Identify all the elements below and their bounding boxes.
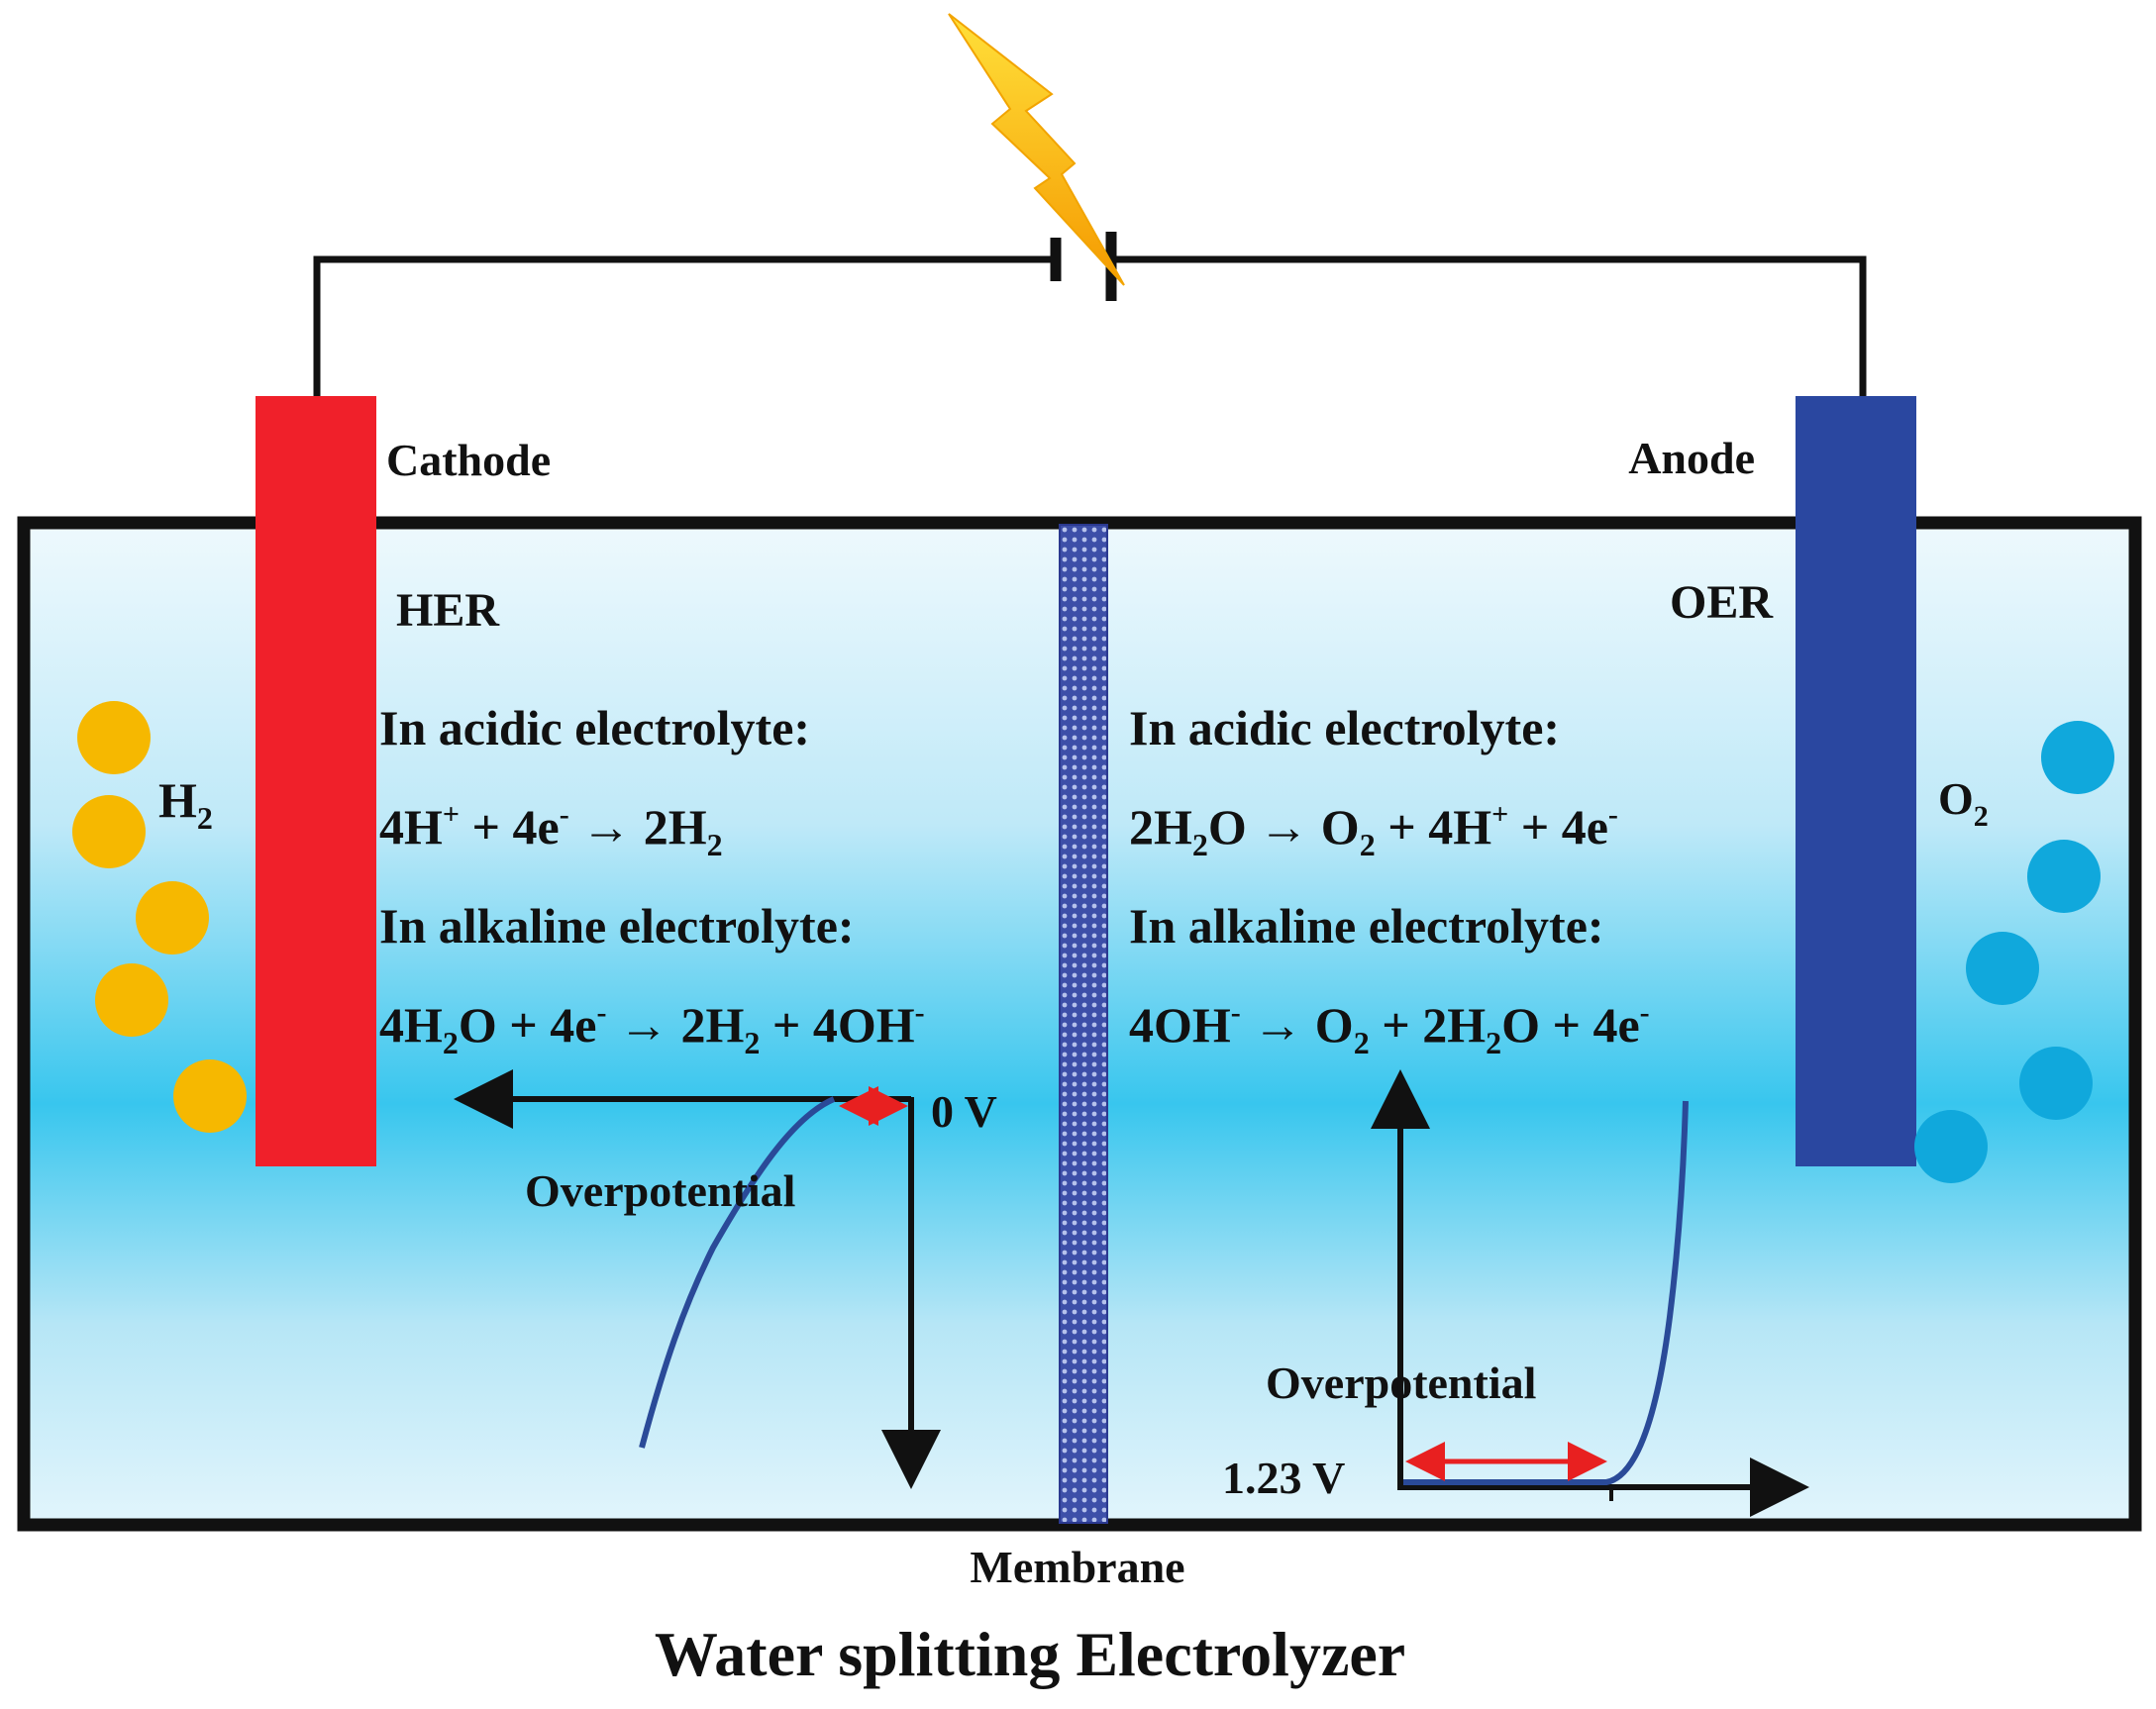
h2-gas-label: H2 xyxy=(158,772,213,836)
her-alkaline-label: In alkaline electrolyte: xyxy=(379,898,855,954)
cathode-electrode xyxy=(256,396,376,1166)
membrane-label: Membrane xyxy=(970,1542,1184,1592)
oer-overpotential-label: Overpotential xyxy=(1266,1357,1536,1408)
h2-bubble xyxy=(77,701,151,774)
h2-bubble xyxy=(136,881,209,955)
circuit-wire-left xyxy=(313,255,1052,398)
h2-bubble xyxy=(173,1059,247,1133)
cathode-label: Cathode xyxy=(386,435,551,485)
her-polarization-curve xyxy=(639,1096,836,1449)
anode-electrode xyxy=(1796,396,1916,1166)
o2-bubble xyxy=(2041,721,2114,794)
her-label: HER xyxy=(396,584,500,637)
oer-potential-label: 1.23 V xyxy=(1222,1453,1345,1503)
oer-alkaline-label: In alkaline electrolyte: xyxy=(1129,898,1604,954)
diagram-title: Water splitting Electrolyzer xyxy=(655,1619,1405,1689)
h2-bubble xyxy=(95,963,168,1037)
her-acidic-equation: 4H+ + 4e- → 2H2 xyxy=(379,798,723,862)
oer-alkaline-equation: 4OH- → O2 + 2H2O + 4e- xyxy=(1129,996,1650,1060)
membrane xyxy=(1059,524,1108,1524)
her-alkaline-equation: 4H2O + 4e- → 2H2 + 4OH- xyxy=(379,996,925,1060)
circuit-wire-right xyxy=(1115,255,1867,398)
oer-polarization-plot: Overpotential 1.23 V xyxy=(1222,1069,1809,1517)
o2-bubble xyxy=(1966,932,2039,1005)
o2-bubbles xyxy=(1914,721,2114,1183)
oer-acidic-label: In acidic electrolyte: xyxy=(1129,700,1560,755)
o2-bubble xyxy=(1914,1110,1988,1183)
h2-bubble xyxy=(72,795,146,868)
o2-bubble xyxy=(2027,840,2101,913)
her-overpotential-label: Overpotential xyxy=(525,1165,795,1216)
oer-polarization-curve xyxy=(1403,1100,1689,1485)
o2-gas-label: O2 xyxy=(1938,773,1989,833)
h2-bubbles xyxy=(72,701,247,1133)
electrolyzer-tank xyxy=(17,516,2142,1532)
lightning-bolt-icon xyxy=(948,13,1125,286)
oer-label: OER xyxy=(1670,576,1774,629)
o2-bubble xyxy=(2019,1047,2093,1120)
her-zero-volt-label: 0 V xyxy=(931,1086,997,1137)
her-acidic-label: In acidic electrolyte: xyxy=(379,700,810,755)
anode-label: Anode xyxy=(1628,433,1755,483)
her-polarization-plot: 0 V Overpotential xyxy=(454,1069,997,1489)
